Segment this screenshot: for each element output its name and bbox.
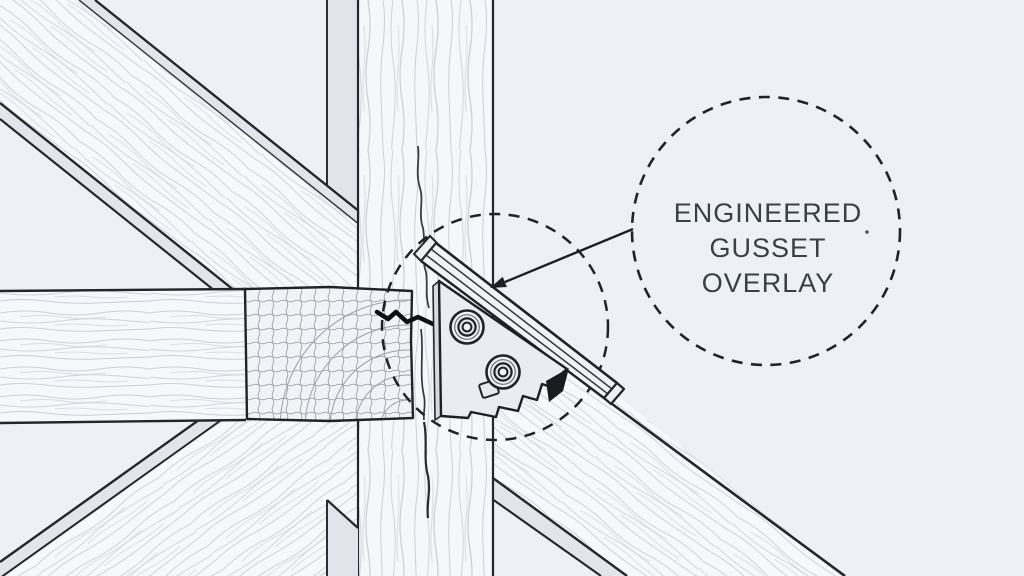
- callout-text-line2: GUSSET: [709, 233, 826, 263]
- flange-end-cap: [602, 381, 626, 406]
- bolt-washer-2: [485, 354, 521, 390]
- post-crack-upper: [416, 145, 430, 309]
- callout-text-line3: OVERLAY: [702, 268, 835, 298]
- gusset-assembly: [412, 234, 626, 422]
- callout: ENGINEERED GUSSET OVERLAY: [490, 95, 902, 367]
- leader-arrowhead-icon: [490, 276, 507, 288]
- joint-detail-dashed-circle: [380, 212, 610, 442]
- crack-mid: [420, 328, 426, 421]
- callout-text-line1: ENGINEERED: [674, 198, 863, 228]
- joint-cracks: [374, 309, 436, 519]
- joint-crack-bold: [374, 309, 436, 327]
- horizontal-beam: [0, 287, 247, 425]
- plate-shadow-wedge: [546, 368, 569, 402]
- post-side-face-lower: [326, 499, 359, 576]
- vertical-post: [356, 0, 495, 576]
- callout-dashed-circle: [630, 95, 902, 367]
- overlay-flange: [421, 243, 617, 398]
- bolt-washer-1: [449, 309, 485, 345]
- post-crack-lower: [422, 421, 431, 519]
- leader-line: [504, 227, 634, 284]
- stray-dot: [865, 230, 869, 234]
